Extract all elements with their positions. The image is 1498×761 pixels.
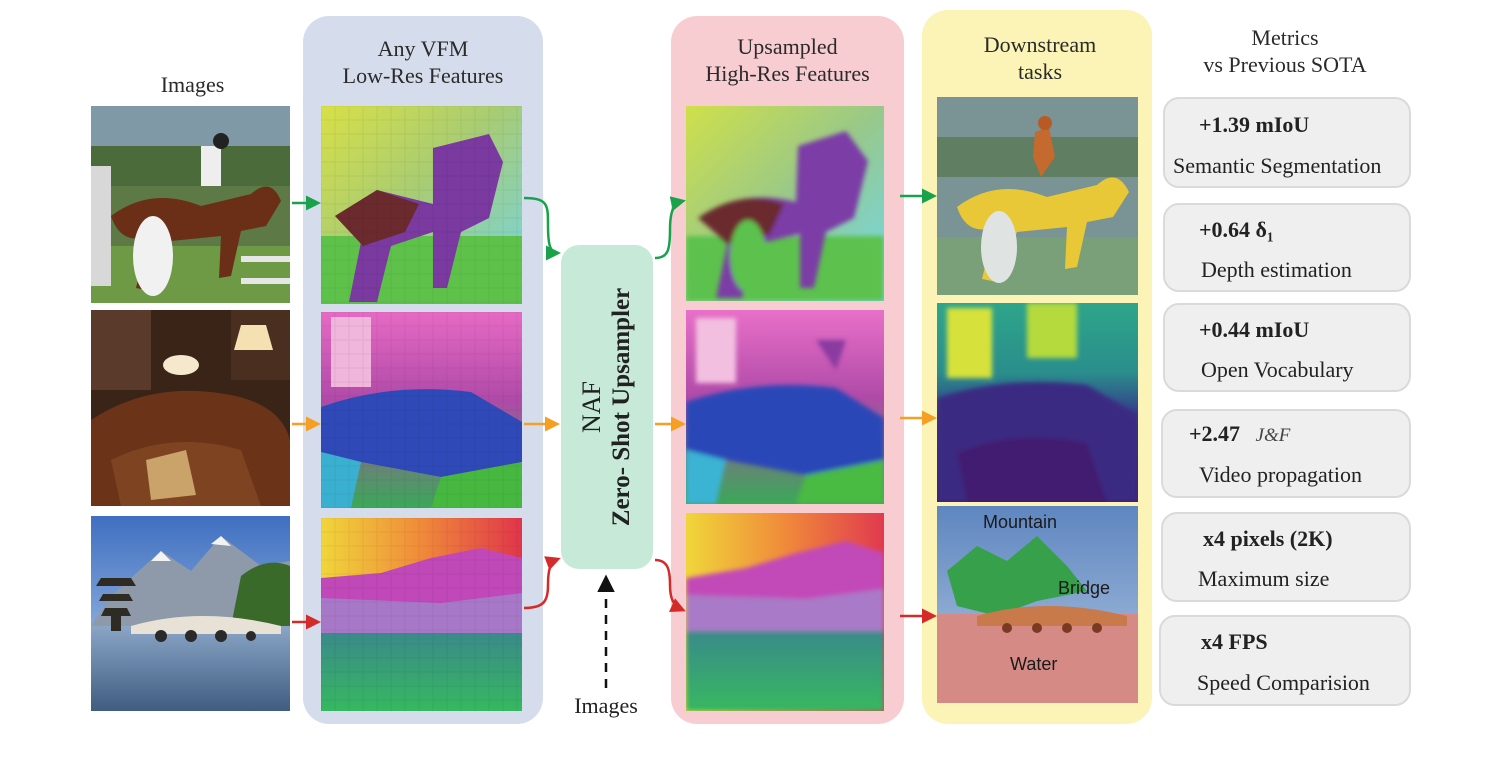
downstream-segmentation-horse (937, 97, 1138, 295)
metric-label: Maximum size (1198, 566, 1330, 591)
naf-upsampler-box (561, 245, 653, 569)
highres-feature-horse-map (686, 106, 884, 301)
metric-label: Semantic Segmentation (1173, 153, 1382, 178)
upsampled-title-line2: High-Res Features (705, 61, 870, 86)
metric-label: Open Vocabulary (1201, 357, 1354, 382)
horse-photo (91, 106, 290, 303)
metric-value: x4 pixels (2K) (1203, 526, 1333, 551)
metric-video-propagation: +2.47 J&F Video propagation (1161, 409, 1411, 498)
metric-value: +1.39 mIoU (1199, 112, 1310, 137)
living-room-photo (91, 310, 290, 506)
metric-depth-estimation: +0.64 δ₁ Depth estimation (1163, 203, 1411, 292)
segmentation-horse-output (937, 97, 1138, 295)
metric-value: x4 FPS (1201, 629, 1268, 654)
metric-value: +2.47 J&F (1189, 421, 1290, 447)
lowres-feature-horse (321, 106, 522, 304)
vfm-title: Any VFM Low-Res Features (303, 35, 543, 89)
lowres-feature-room-map (321, 312, 522, 508)
highres-feature-room (686, 310, 884, 504)
metric-semantic-segmentation: +1.39 mIoU Semantic Segmentation (1163, 97, 1411, 188)
downstream-depth-room (937, 303, 1138, 502)
mountain-label: Mountain (983, 512, 1058, 532)
lowres-feature-landscape (321, 518, 522, 711)
upsampled-title: Upsampled High-Res Features (671, 33, 904, 87)
metric-value: +0.44 mIoU (1199, 317, 1310, 342)
downstream-openvocab-landscape: Mountain Bridge Water (937, 506, 1138, 703)
landscape-photo (91, 516, 290, 711)
input-image-landscape (91, 516, 290, 711)
metrics-title: Metrics vs Previous SOTA (1160, 24, 1410, 78)
lowres-feature-room (321, 312, 522, 508)
metric-maximum-size: x4 pixels (2K) Maximum size (1161, 512, 1411, 602)
highres-feature-landscape-map (686, 513, 884, 711)
metric-label: Video propagation (1199, 462, 1363, 487)
water-label: Water (1010, 654, 1058, 674)
downstream-title: Downstream tasks (922, 31, 1158, 85)
metric-value: +0.64 δ₁ (1199, 217, 1274, 242)
vfm-title-line1: Any VFM (377, 36, 469, 61)
naf-label: NAF (577, 381, 606, 434)
highres-feature-horse (686, 106, 884, 301)
images-title: Images (160, 72, 225, 97)
downstream-title-line1: Downstream (983, 32, 1097, 57)
zero-shot-upsampler-label: Zero- Shot Upsampler (608, 287, 635, 527)
metric-label: Speed Comparision (1197, 670, 1370, 695)
metric-label: Depth estimation (1201, 257, 1352, 282)
openvocab-landscape-output (937, 506, 1138, 703)
upsampler-input-images-label: Images (574, 693, 638, 718)
lowres-feature-landscape-map (321, 518, 522, 711)
metric-open-vocabulary: +0.44 mIoU Open Vocabulary (1163, 303, 1411, 392)
depth-room-output (937, 303, 1138, 502)
vfm-title-line2: Low-Res Features (342, 63, 504, 88)
metric-value-suffix: J&F (1255, 425, 1291, 446)
metrics-title-line1: Metrics (1251, 25, 1319, 50)
metric-value-number: +2.47 (1189, 421, 1241, 446)
highres-feature-room-map (686, 310, 884, 504)
naf-upsampler-text: NAF Zero- Shot Upsampler (561, 245, 653, 569)
downstream-title-line2: tasks (1018, 59, 1062, 84)
bridge-label: Bridge (1058, 578, 1111, 598)
highres-feature-landscape (686, 513, 884, 711)
metrics-title-line2: vs Previous SOTA (1203, 52, 1367, 77)
input-image-living-room (91, 310, 290, 506)
lowres-feature-horse-map (321, 106, 522, 304)
metric-speed-comparision: x4 FPS Speed Comparision (1159, 615, 1411, 706)
upsampled-title-line1: Upsampled (737, 34, 838, 59)
input-image-horse (91, 106, 290, 303)
